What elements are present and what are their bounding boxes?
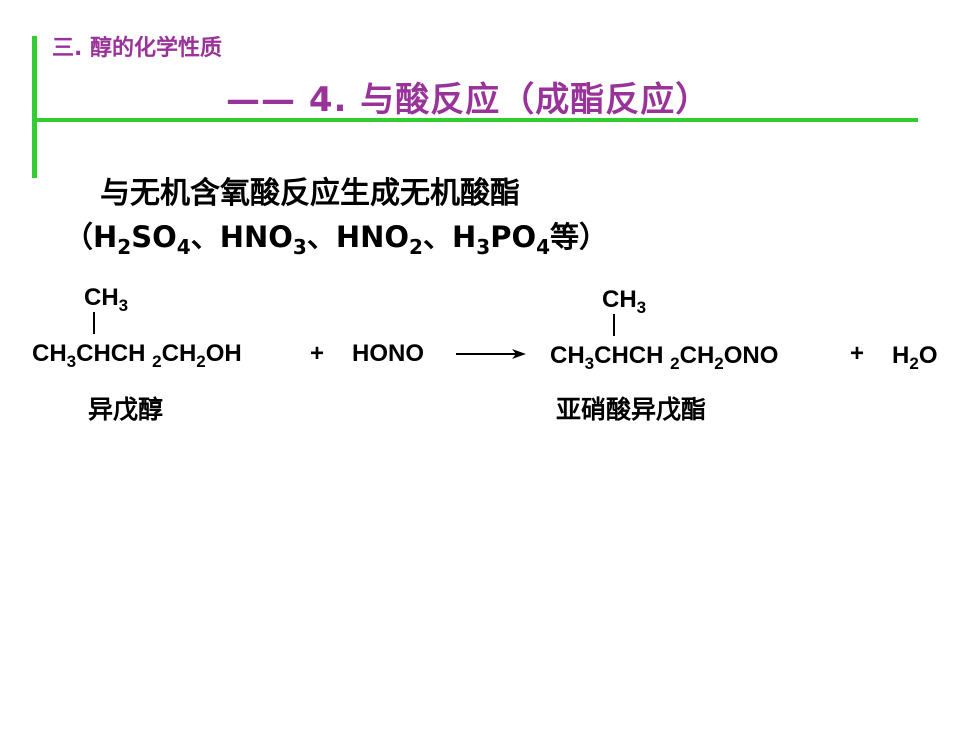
subscript: 4 xyxy=(176,235,191,259)
branch-ch: CH xyxy=(602,286,637,313)
reactant-formula: CH3CHCH 2CH2OH xyxy=(32,340,242,372)
formula-part: O xyxy=(918,342,938,369)
subscript: 4 xyxy=(536,235,551,259)
section-title: 三. 醇的化学性质 xyxy=(52,36,223,61)
intro-text: 与无机含氧酸反应生成无机酸酯 xyxy=(100,176,520,211)
subscript: 2 xyxy=(409,235,423,259)
formula-part: ONO xyxy=(723,342,779,369)
vertical-accent-bar xyxy=(32,36,37,178)
product-name: 亚硝酸异戊酯 xyxy=(556,395,707,424)
subscript: 2 xyxy=(196,352,206,371)
separator: 、 xyxy=(190,220,220,254)
formula-part: OH xyxy=(205,340,242,367)
reaction-arrow-icon xyxy=(456,349,526,359)
formula-part: CHCH xyxy=(594,342,671,369)
h2so4-formula: SO xyxy=(131,220,177,254)
subscript: 3 xyxy=(66,352,77,371)
hno2-formula: HNO xyxy=(335,220,410,254)
formula-part: CH xyxy=(679,342,715,369)
subscript: 3 xyxy=(292,235,307,259)
formula-part: CH xyxy=(32,340,67,367)
subscript: 2 xyxy=(670,354,680,373)
subscript: 2 xyxy=(909,354,919,373)
product-methyl-branch: CH3 xyxy=(602,286,646,318)
subscript: 2 xyxy=(714,354,724,373)
reagent-formula: HONO xyxy=(352,340,424,367)
hno3-formula: HNO xyxy=(219,220,293,254)
separator: 、 xyxy=(422,220,452,254)
branch-ch: CH xyxy=(84,284,119,311)
subscript: 3 xyxy=(476,235,491,259)
formula-part: CH xyxy=(161,340,197,367)
paren-close: ） xyxy=(579,220,609,254)
plus-sign: + xyxy=(850,340,865,367)
formula-part: H xyxy=(892,342,910,369)
formula-part: CHCH xyxy=(76,340,153,367)
subscript: 2 xyxy=(117,235,132,259)
reactant-name: 异戊醇 xyxy=(88,395,164,424)
reactant-branch-bond xyxy=(93,312,95,334)
formula-part: CH xyxy=(550,342,585,369)
product-branch-bond xyxy=(613,314,615,336)
reactant-methyl-branch: CH3 xyxy=(84,284,128,316)
separator: 、 xyxy=(306,220,336,254)
water-formula: H2O xyxy=(892,342,937,374)
paren-open: （ xyxy=(64,220,94,254)
h2so4-formula: H xyxy=(93,220,118,254)
subscript: 3 xyxy=(584,354,595,373)
plus-sign: + xyxy=(310,340,325,367)
title-underline xyxy=(32,118,918,122)
slide-title: —— 4. 与酸反应（成酯反应） xyxy=(226,80,711,120)
subscript: 3 xyxy=(118,296,129,315)
h3po4-formula: H xyxy=(451,220,477,254)
product-formula: CH3CHCH 2CH2ONO xyxy=(550,342,778,374)
subscript: 3 xyxy=(636,298,647,317)
acid-list: （H2SO4、HNO3、HNO2、H3PO4等） xyxy=(64,214,608,259)
h3po4-formula: PO xyxy=(490,220,537,254)
etc-text: 等 xyxy=(550,220,580,254)
subscript: 2 xyxy=(152,352,162,371)
